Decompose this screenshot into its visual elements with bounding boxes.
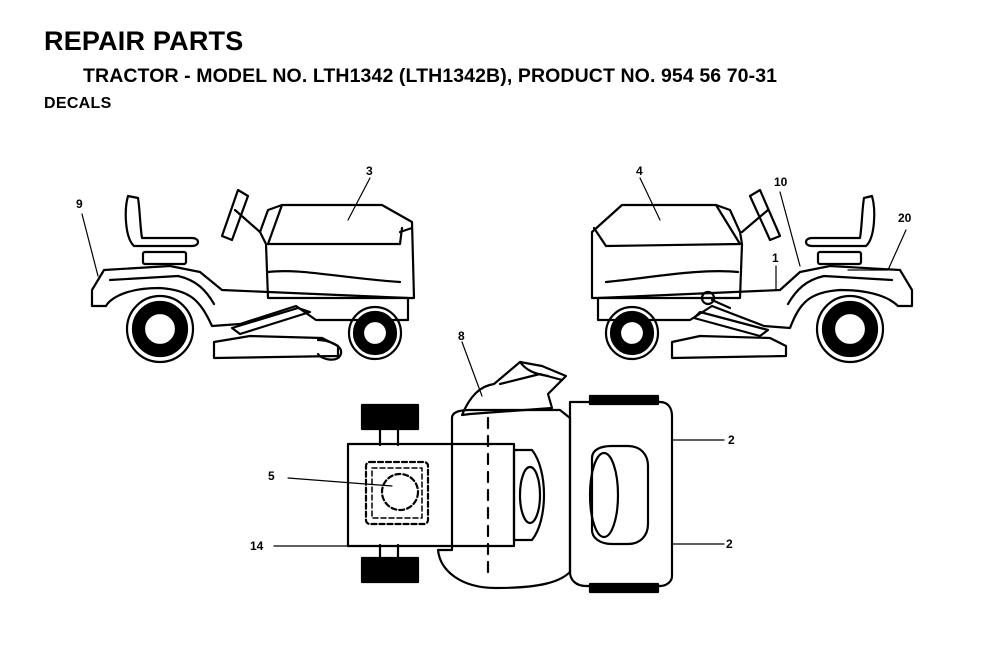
callout-10: 10 bbox=[774, 175, 788, 189]
callout-8: 8 bbox=[458, 329, 465, 343]
tractor-right-view bbox=[590, 188, 914, 364]
tractor-top-view bbox=[346, 360, 674, 594]
callout-2-upper: 2 bbox=[728, 433, 735, 447]
model-subtitle: TRACTOR - MODEL NO. LTH1342 (LTH1342B), … bbox=[83, 65, 778, 87]
callout-3: 3 bbox=[366, 164, 373, 178]
section-heading: DECALS bbox=[44, 95, 112, 112]
callout-leaders bbox=[81, 177, 907, 547]
callout-2-lower: 2 bbox=[726, 537, 733, 551]
callout-14: 14 bbox=[250, 539, 264, 553]
tractor-left-view bbox=[90, 188, 416, 364]
callout-1: 1 bbox=[772, 251, 779, 265]
callout-5: 5 bbox=[268, 469, 275, 483]
callout-9: 9 bbox=[76, 197, 83, 211]
page-title: REPAIR PARTS bbox=[44, 26, 244, 56]
callout-20: 20 bbox=[898, 211, 912, 225]
callout-4: 4 bbox=[636, 164, 643, 178]
